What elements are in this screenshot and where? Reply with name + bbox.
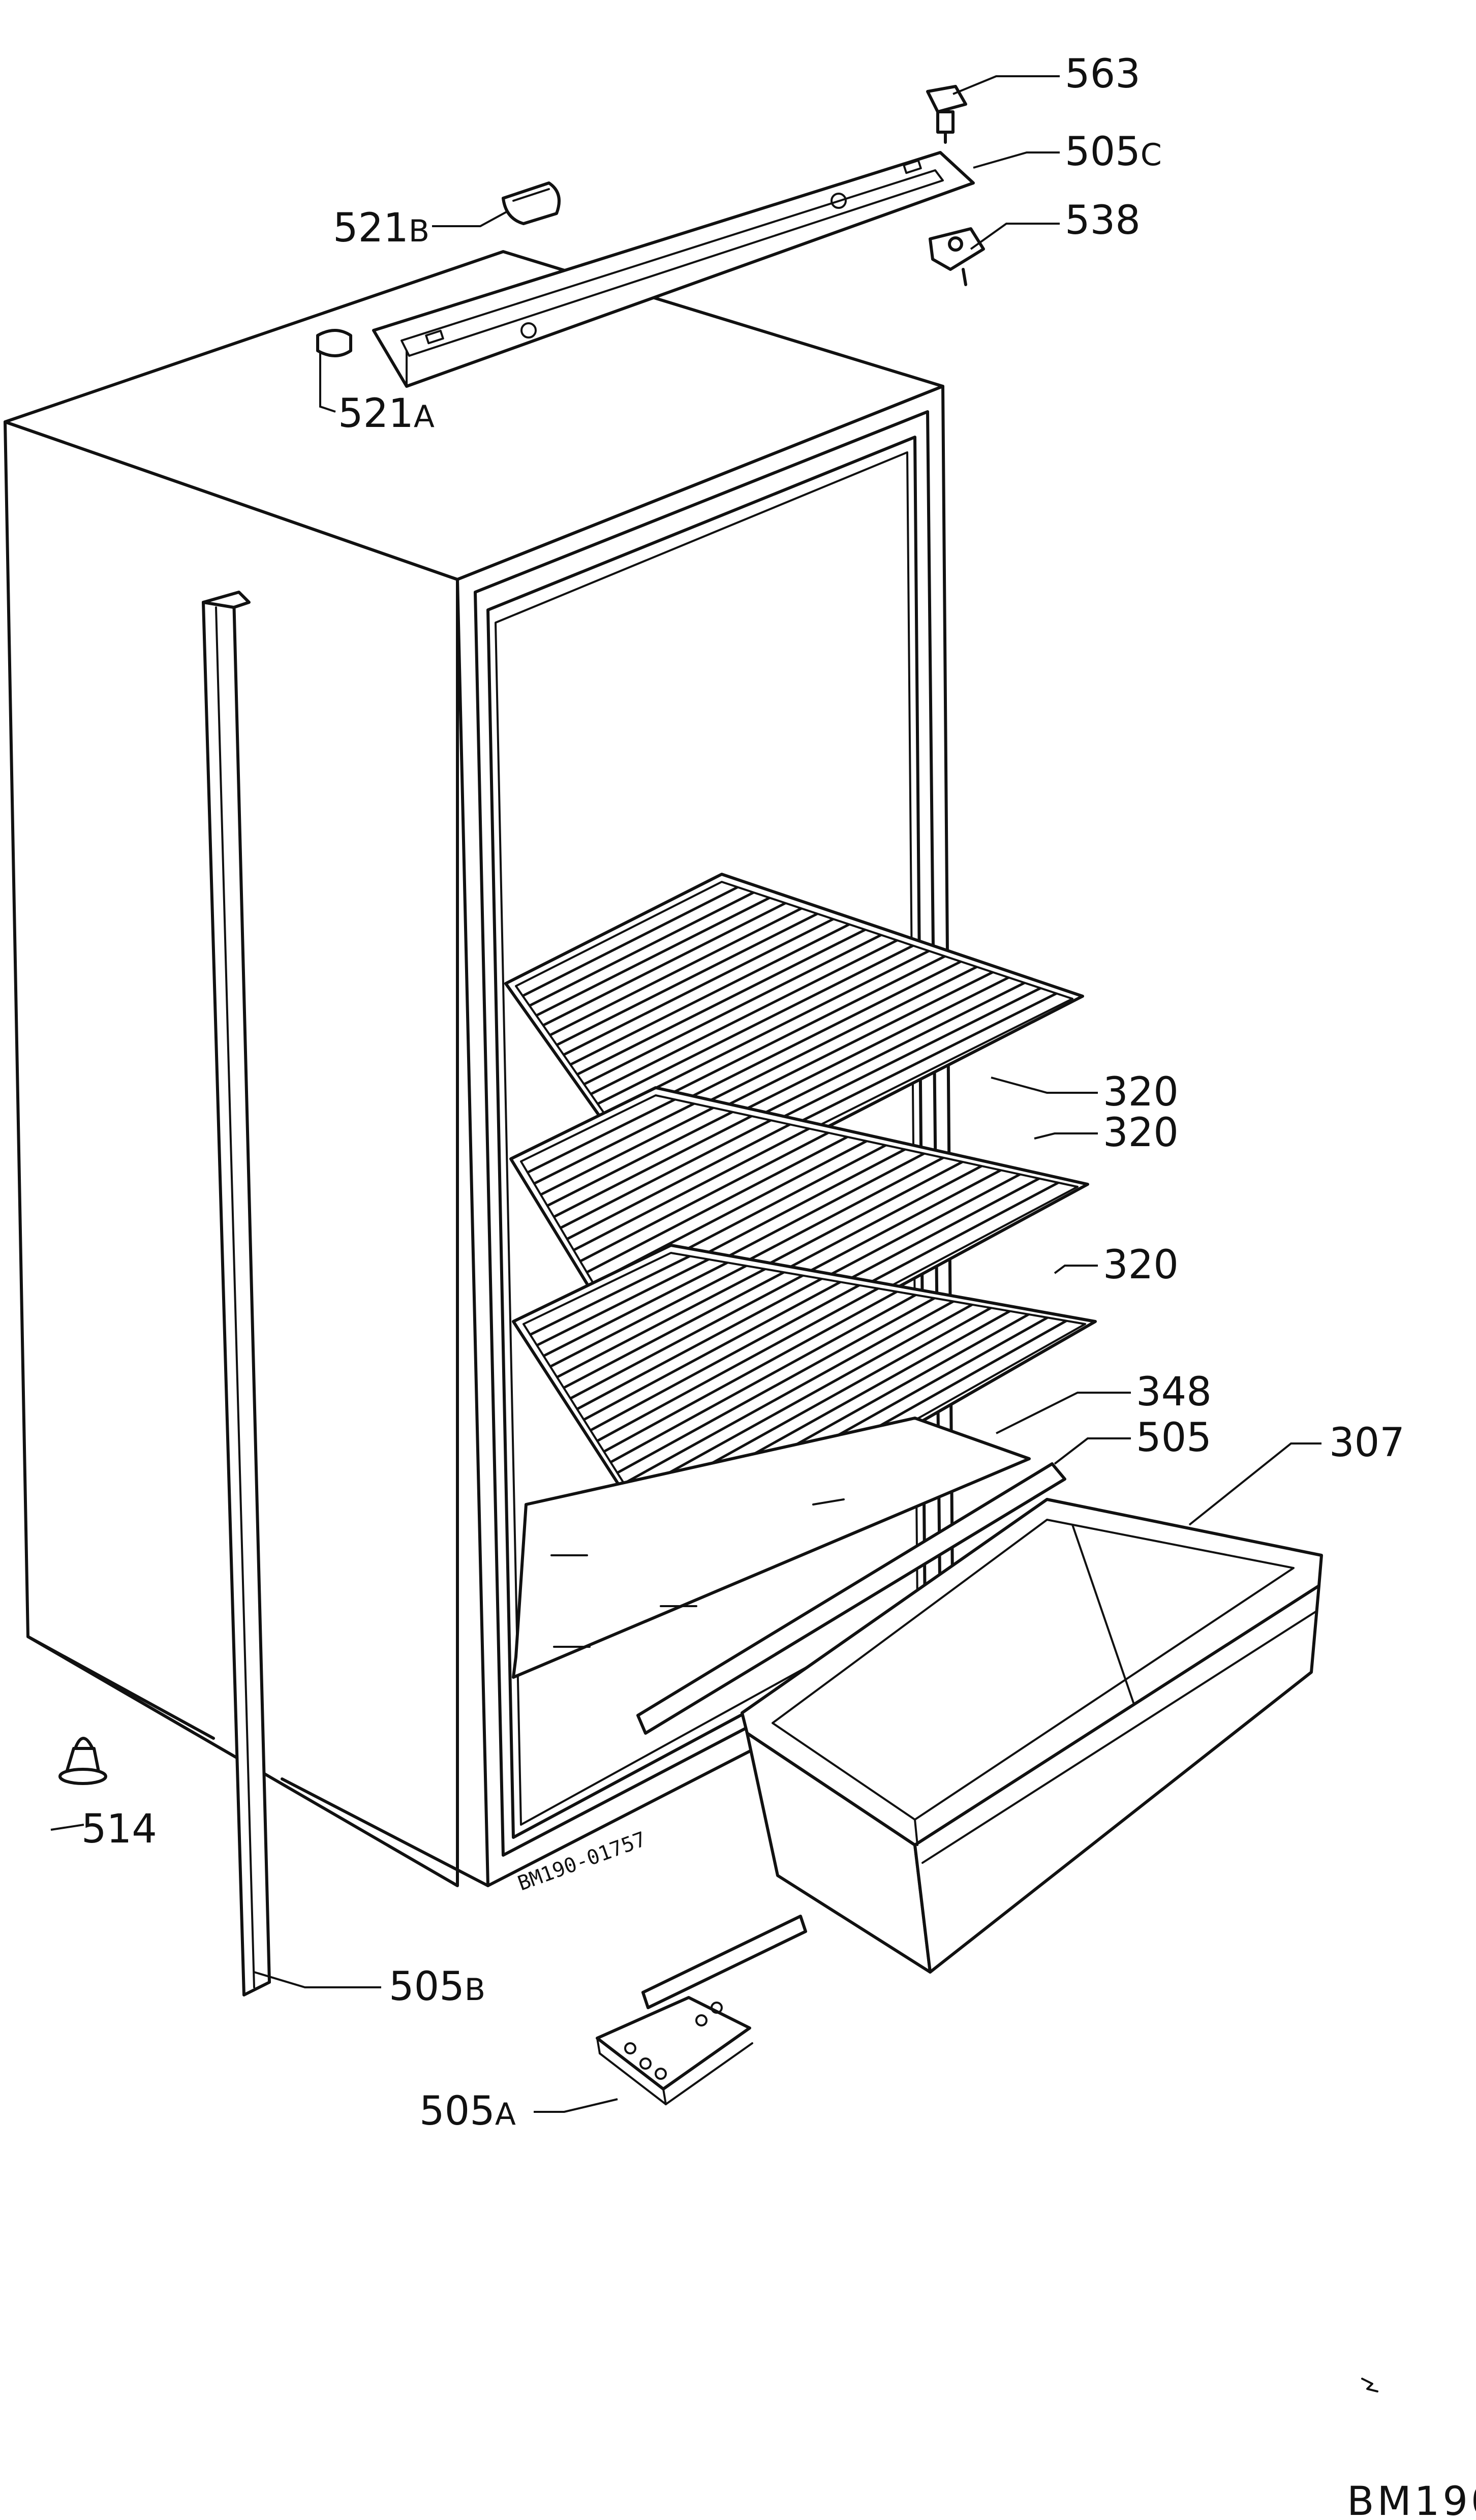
shelf-wire-bar [556, 912, 818, 1047]
callout-320-bottom: 320 [1103, 1242, 1179, 1288]
shelf-wire-bar [563, 917, 834, 1056]
shelf-wire-bar [576, 928, 866, 1076]
screw-part-563 [926, 85, 967, 144]
shelf-wire-bar [536, 1258, 710, 1347]
front-rail [636, 1462, 1066, 1735]
shelf-wire-bar [553, 1115, 752, 1218]
shelf-wire-bar [570, 923, 850, 1066]
callout-320-middle: 320 [1103, 1110, 1179, 1156]
shelf-wire-bar [563, 1271, 785, 1389]
shelf-wire-bar [542, 902, 786, 1027]
shelf-wire-bar [540, 1107, 714, 1196]
shelf-wire-bar [549, 907, 802, 1036]
shelf-wire-bar [596, 1287, 879, 1442]
shelf-wire-bar [576, 1277, 822, 1410]
shelf-wire-bar [530, 1255, 691, 1336]
shelf-wire-bar [570, 1274, 804, 1400]
door-seal-strip [202, 591, 271, 1996]
scan-mark [1361, 2378, 1378, 2392]
callout-514: 514 [81, 1806, 157, 1852]
hinge-bracket-538 [929, 227, 985, 286]
callout-labels: 563 505C 538 521B 521A 320 320 320 348 5… [81, 51, 1405, 2134]
shelf-wire-bar [586, 1135, 848, 1274]
cap-521a [316, 329, 352, 357]
callout-505b: 505B [389, 1964, 485, 2010]
shelf-wire-bar [597, 944, 914, 1105]
callout-521b: 521B [333, 205, 429, 251]
shelf-wire-bar [560, 1119, 772, 1230]
shelf-wire-bar [556, 1268, 766, 1378]
callout-538: 538 [1065, 198, 1141, 243]
foot-514 [58, 1737, 107, 1785]
shelf-wire-bar [604, 949, 930, 1115]
shelf-wire-bar [583, 934, 882, 1086]
callout-505: 505 [1136, 1415, 1212, 1461]
shelf-wire-bar [522, 886, 739, 997]
shelf-wire-bar [546, 1111, 733, 1207]
shelf-wire-bar [590, 939, 898, 1095]
shelf-wire-bar [533, 1102, 695, 1185]
callout-521a: 521A [338, 391, 435, 437]
shelf-wire-bar [573, 1127, 810, 1251]
shelf-wire-bar [630, 1303, 973, 1495]
callout-348: 348 [1136, 1369, 1212, 1415]
shelf-wire-bar [543, 1261, 728, 1357]
top-hinge-plate [372, 151, 975, 388]
leader-lines [50, 75, 1321, 2113]
shelf-wire-bar [529, 891, 754, 1007]
drawer-slide-bracket [596, 1915, 807, 2105]
callout-307: 307 [1329, 1420, 1405, 1466]
glass-plate [512, 1417, 1031, 1679]
shelf-wire-bar [623, 1300, 954, 1485]
shelf-wire-bar [610, 1294, 916, 1464]
shelf-wire-bar [549, 1265, 747, 1368]
shelf-wire-bar [583, 1281, 841, 1421]
callout-563: 563 [1065, 51, 1141, 97]
callout-505a: 505A [419, 2088, 516, 2134]
corner-drawing-code: BM190 [1347, 2479, 1476, 2520]
shelf-wire-bar [590, 1284, 860, 1432]
crisper-drawer [741, 1498, 1323, 1974]
shelf-wire-bar [527, 1098, 675, 1174]
shelf-wire-bar [579, 1131, 829, 1263]
cap-521b [502, 181, 561, 225]
shelf-wire-bar [603, 1290, 898, 1453]
callout-505c: 505C [1065, 129, 1162, 175]
shelf-wire-bar [566, 1123, 791, 1240]
shelf-wire-bar [617, 1297, 935, 1474]
callout-320-top: 320 [1103, 1069, 1179, 1115]
shelf-wire-bar [536, 897, 771, 1017]
